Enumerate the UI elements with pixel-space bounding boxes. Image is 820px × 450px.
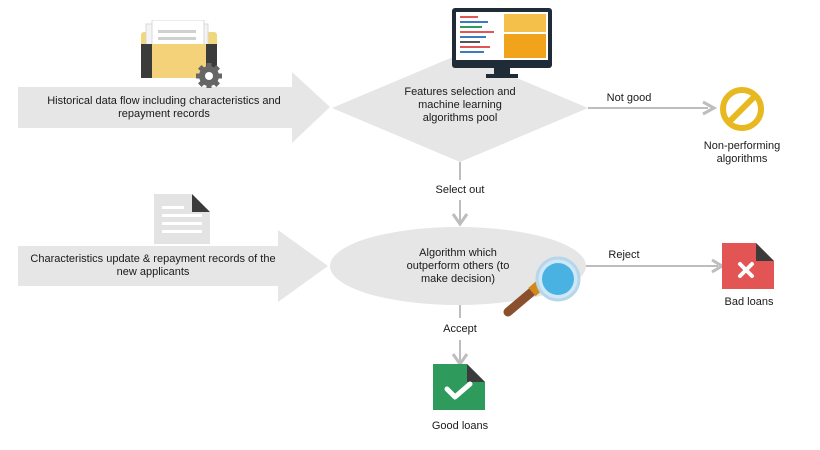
non-performing-algorithms-label: Non-performing algorithms <box>703 140 781 165</box>
historical-data-input-label: Historical data flow including character… <box>47 95 281 120</box>
algorithm-ellipse <box>330 227 586 305</box>
input-arrow-new-applicants <box>18 230 328 302</box>
green-check-file-icon <box>433 364 485 410</box>
decision-diamond <box>332 54 588 162</box>
algorithm-node-label: Algorithm which outperform others (to ma… <box>406 247 510 285</box>
bad-loans-label: Bad loans <box>724 296 774 308</box>
document-icon <box>154 194 210 244</box>
edge-label-select-out: Select out <box>435 184 485 196</box>
feature-selection-node-label: Features selection and machine learning … <box>404 86 516 124</box>
good-loans-label: Good loans <box>431 420 489 432</box>
forbidden-sign-icon <box>720 87 764 131</box>
red-x-file-icon <box>722 243 774 289</box>
connector-select-out-head <box>451 213 469 227</box>
computer-monitor-icon <box>452 8 552 78</box>
connector-not-good-head <box>702 100 718 116</box>
magnifying-glass-icon <box>503 256 581 317</box>
edge-label-not-good: Not good <box>606 92 652 104</box>
input-arrow-historical <box>18 72 330 143</box>
folder-with-gear-icon <box>141 20 222 88</box>
edge-label-accept: Accept <box>443 323 477 335</box>
edge-label-reject: Reject <box>608 249 640 261</box>
new-applicants-input-label: Characteristics update & repayment recor… <box>30 253 276 278</box>
